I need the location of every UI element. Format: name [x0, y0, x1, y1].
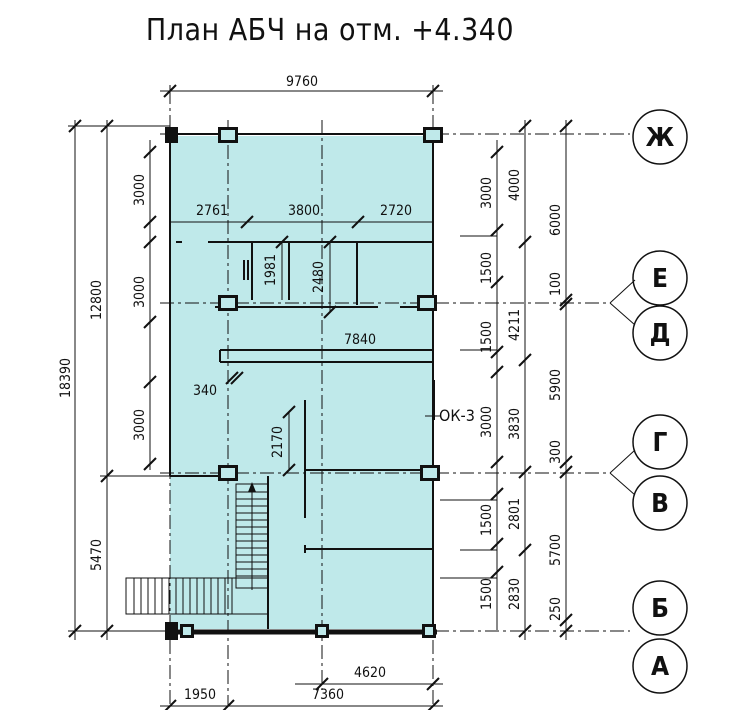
dim-right-c-6: 250: [548, 597, 564, 621]
dim-left-seg1: 3000: [132, 174, 148, 206]
dim-left-lower: 5470: [89, 539, 105, 571]
dim-left-mid: 12800: [89, 280, 105, 320]
columns: [165, 127, 443, 640]
dim-right-b-3: 3830: [507, 408, 523, 440]
dim-room-top-1: 2761: [196, 203, 228, 219]
dim-left-outer: 18390: [58, 358, 74, 398]
dim-right-c-3: 5900: [548, 369, 564, 401]
dim-right-b-2: 4211: [507, 309, 523, 341]
dim-left-seg2: 3000: [132, 276, 148, 308]
dim-right-a-3: 1500: [479, 321, 495, 353]
building-fill: [170, 136, 433, 629]
dim-bottom-4620: 4620: [354, 665, 386, 681]
dim-top-total: 9760: [286, 74, 318, 90]
axis-leaders: [609, 279, 636, 496]
dim-right-b-5: 2830: [507, 578, 523, 610]
dimension-texts: 9760 18390 12800 5470 3000 3000 3000 276…: [58, 74, 564, 703]
axis-label-b: Б: [651, 594, 669, 624]
dim-right-c-1: 6000: [548, 204, 564, 236]
axis-label-g: Г: [653, 428, 668, 458]
dim-left-seg3: 3000: [132, 409, 148, 441]
dim-room-v-2: 2480: [311, 261, 327, 293]
dim-right-a-2: 1500: [479, 252, 495, 284]
dim-right-a-4: 3000: [479, 406, 495, 438]
axis-label-e: Е: [652, 264, 668, 294]
axis-label-a: А: [651, 652, 669, 682]
dim-right-c-2: 100: [548, 272, 564, 296]
dim-right-b-4: 2801: [507, 498, 523, 530]
axis-labels: Ж Е Д Г В Б А: [646, 123, 675, 682]
dim-room-top-2: 3800: [288, 203, 320, 219]
dim-bottom-1950: 1950: [184, 687, 216, 703]
dim-corridor: 7840: [344, 332, 376, 348]
dim-small-340: 340: [193, 383, 217, 399]
dim-right-a-6: 1500: [479, 578, 495, 610]
dim-right-a-5: 1500: [479, 504, 495, 536]
axis-bubbles: [632, 109, 688, 694]
dim-bottom-7360: 7360: [312, 687, 344, 703]
window-tag: ОК-3: [439, 406, 475, 425]
dim-room-top-3: 2720: [380, 203, 412, 219]
dim-right-c-5: 5700: [548, 534, 564, 566]
dim-room-v-1: 1981: [263, 254, 279, 286]
dim-right-b-1: 4000: [507, 169, 523, 201]
dim-inner-2170: 2170: [270, 426, 286, 458]
dim-right-c-4: 300: [548, 440, 564, 464]
staircase: [125, 482, 269, 615]
inner-partitions: [176, 241, 435, 553]
axis-label-d: Д: [650, 319, 671, 349]
axis-label-zh: Ж: [646, 123, 675, 153]
dim-right-a-1: 3000: [479, 177, 495, 209]
axis-label-v: В: [651, 489, 669, 519]
dimension-lines: [68, 84, 573, 710]
plan-title: План АБЧ на отм. +4.340: [146, 13, 514, 48]
